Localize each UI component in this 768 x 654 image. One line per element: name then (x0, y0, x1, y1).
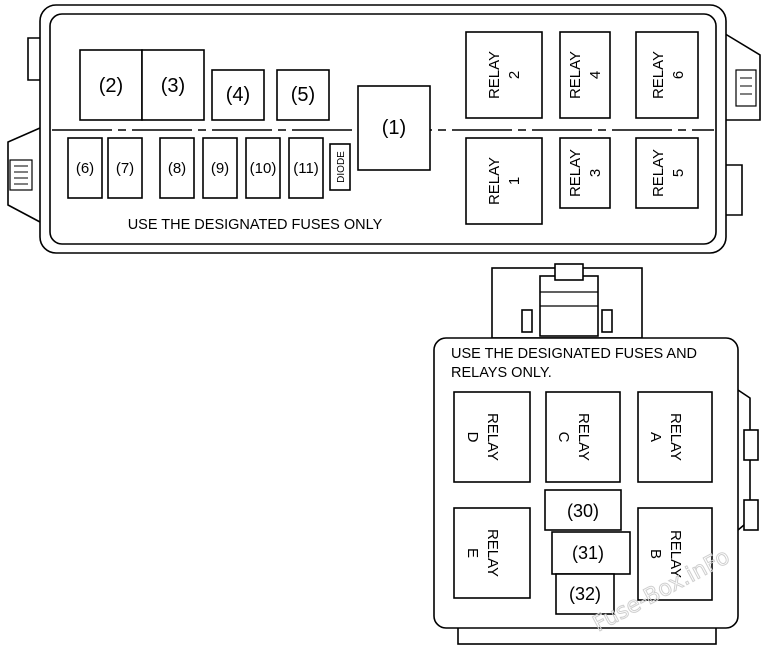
relay-c-letter: C (555, 432, 572, 443)
relay-box: USE THE DESIGNATED FUSES AND RELAYS ONLY… (433, 263, 759, 645)
right-connector-latch (735, 69, 757, 107)
relay-2 (465, 31, 543, 119)
left-connector-latch (9, 159, 33, 191)
fuse-4-label: (4) (226, 84, 250, 106)
relay-6 (635, 31, 699, 119)
fuse-32 (555, 573, 615, 615)
fuse-5 (276, 69, 330, 121)
fuse-10-label: (10) (250, 160, 277, 177)
relay-6-word: RELAY (650, 51, 667, 99)
relay-2-number: 2 (506, 71, 523, 79)
relay-4 (559, 31, 611, 119)
fuse-4 (211, 69, 265, 121)
relay-box-connector-clip (554, 263, 584, 281)
relay-d-letter: D (464, 432, 481, 443)
relay-box-notice-line1: USE THE DESIGNATED FUSES AND (451, 346, 697, 362)
fuse-11 (288, 137, 324, 199)
diode (329, 143, 351, 191)
fuse-1-label: (1) (382, 117, 406, 139)
fuse-2-label: (2) (99, 75, 123, 97)
relay-a-word: RELAY (667, 413, 684, 461)
relay-4-number: 4 (587, 71, 604, 79)
relay-c-word: RELAY (575, 413, 592, 461)
main-fuse-box: (2) (3) (4) (5) (1) (6) (7) (8) (9) (10)… (7, 4, 761, 254)
right-lower-tab (722, 164, 743, 216)
fuse-5-label: (5) (291, 84, 315, 106)
relay-e (453, 507, 531, 599)
fuse-9 (202, 137, 238, 199)
diode-label: DIODE (336, 151, 347, 183)
relay-b-word: RELAY (667, 530, 684, 578)
main-box-notice: USE THE DESIGNATED FUSES ONLY (128, 217, 383, 233)
fuse-30 (544, 489, 622, 531)
relay-1-number: 1 (506, 177, 523, 185)
fuse-8 (159, 137, 195, 199)
fuse-32-label: (32) (569, 584, 601, 604)
fuse-10 (245, 137, 281, 199)
fuse-11-label: (11) (293, 160, 319, 177)
relay-a-letter: A (647, 432, 664, 442)
relay-b-letter: B (647, 549, 664, 559)
left-upper-tab (27, 37, 40, 81)
relay-a (637, 391, 713, 483)
relay-1-word: RELAY (486, 157, 503, 205)
fuse-30-label: (30) (567, 501, 599, 521)
relay-e-word: RELAY (484, 529, 501, 577)
relay-c (545, 391, 621, 483)
relay-6-number: 6 (670, 71, 687, 79)
fuse-1 (357, 85, 431, 171)
relay-2-word: RELAY (486, 51, 503, 99)
relay-1 (465, 137, 543, 225)
fuse-7-label: (7) (116, 160, 134, 177)
relay-5 (635, 137, 699, 209)
relay-box-notice-line2: RELAYS ONLY. (451, 365, 552, 381)
relay-5-number: 5 (670, 169, 687, 177)
fuse-3-label: (3) (161, 75, 185, 97)
relay-e-letter: E (464, 548, 481, 558)
fuse-8-label: (8) (168, 160, 186, 177)
relay-4-word: RELAY (567, 51, 584, 99)
relay-d-word: RELAY (484, 413, 501, 461)
fuse-6-label: (6) (76, 160, 94, 177)
fuse-6 (67, 137, 103, 199)
relay-b (637, 507, 713, 601)
fuse-31-label: (31) (572, 543, 604, 563)
relay-3-word: RELAY (567, 149, 584, 197)
relay-5-word: RELAY (650, 149, 667, 197)
fuse-7 (107, 137, 143, 199)
relay-d (453, 391, 531, 483)
relay-3-number: 3 (587, 169, 604, 177)
fuse-3 (141, 49, 205, 121)
fuse-9-label: (9) (211, 160, 229, 177)
relay-3 (559, 137, 611, 209)
fuse-2 (79, 49, 143, 121)
